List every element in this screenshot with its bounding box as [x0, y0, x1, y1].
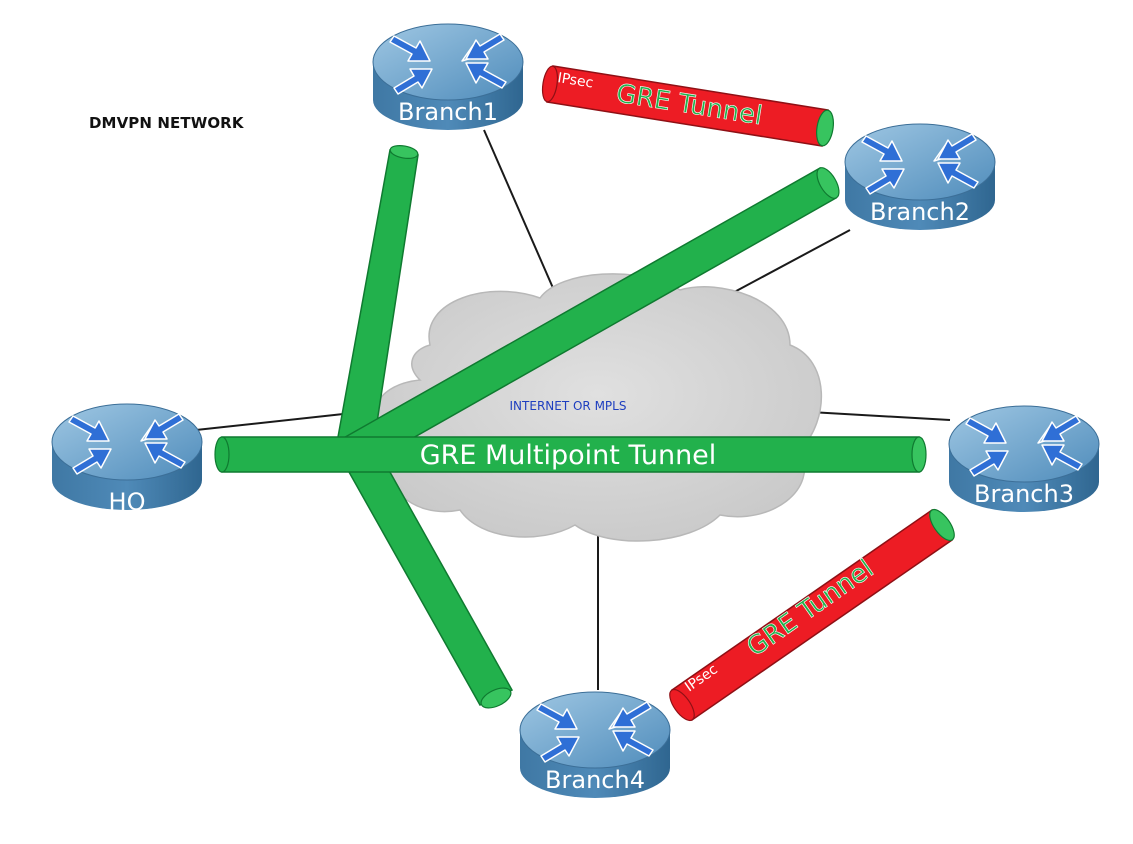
- router-hq[interactable]: HQ: [51, 403, 203, 516]
- link-branch1: [483, 129, 554, 289]
- link-branch3: [809, 411, 951, 421]
- router-branch1[interactable]: Branch1: [372, 23, 524, 131]
- multipoint-tunnel: [214, 145, 927, 709]
- router-label-hq: HQ: [109, 488, 146, 516]
- multipoint-label: GRE Multipoint Tunnel: [420, 440, 717, 471]
- ipsec-tag-1: IPsec: [556, 70, 594, 91]
- ipsec-tunnel-2: [669, 508, 955, 722]
- ipsec-tunnel-1: [541, 65, 834, 147]
- router-branch2[interactable]: Branch2: [844, 123, 996, 231]
- cloud-label: INTERNET OR MPLS: [510, 399, 627, 413]
- router-branch3[interactable]: Branch3: [948, 405, 1100, 513]
- router-label-branch3: Branch3: [974, 480, 1074, 508]
- router-branch4[interactable]: Branch4: [519, 691, 671, 799]
- gre-tunnel-label-2: GRE Tunnel: [741, 554, 879, 663]
- router-label-branch2: Branch2: [870, 198, 970, 226]
- router-label-branch1: Branch1: [398, 98, 498, 126]
- diagram-title: DMVPN NETWORK: [89, 114, 244, 132]
- router-label-branch4: Branch4: [545, 766, 645, 794]
